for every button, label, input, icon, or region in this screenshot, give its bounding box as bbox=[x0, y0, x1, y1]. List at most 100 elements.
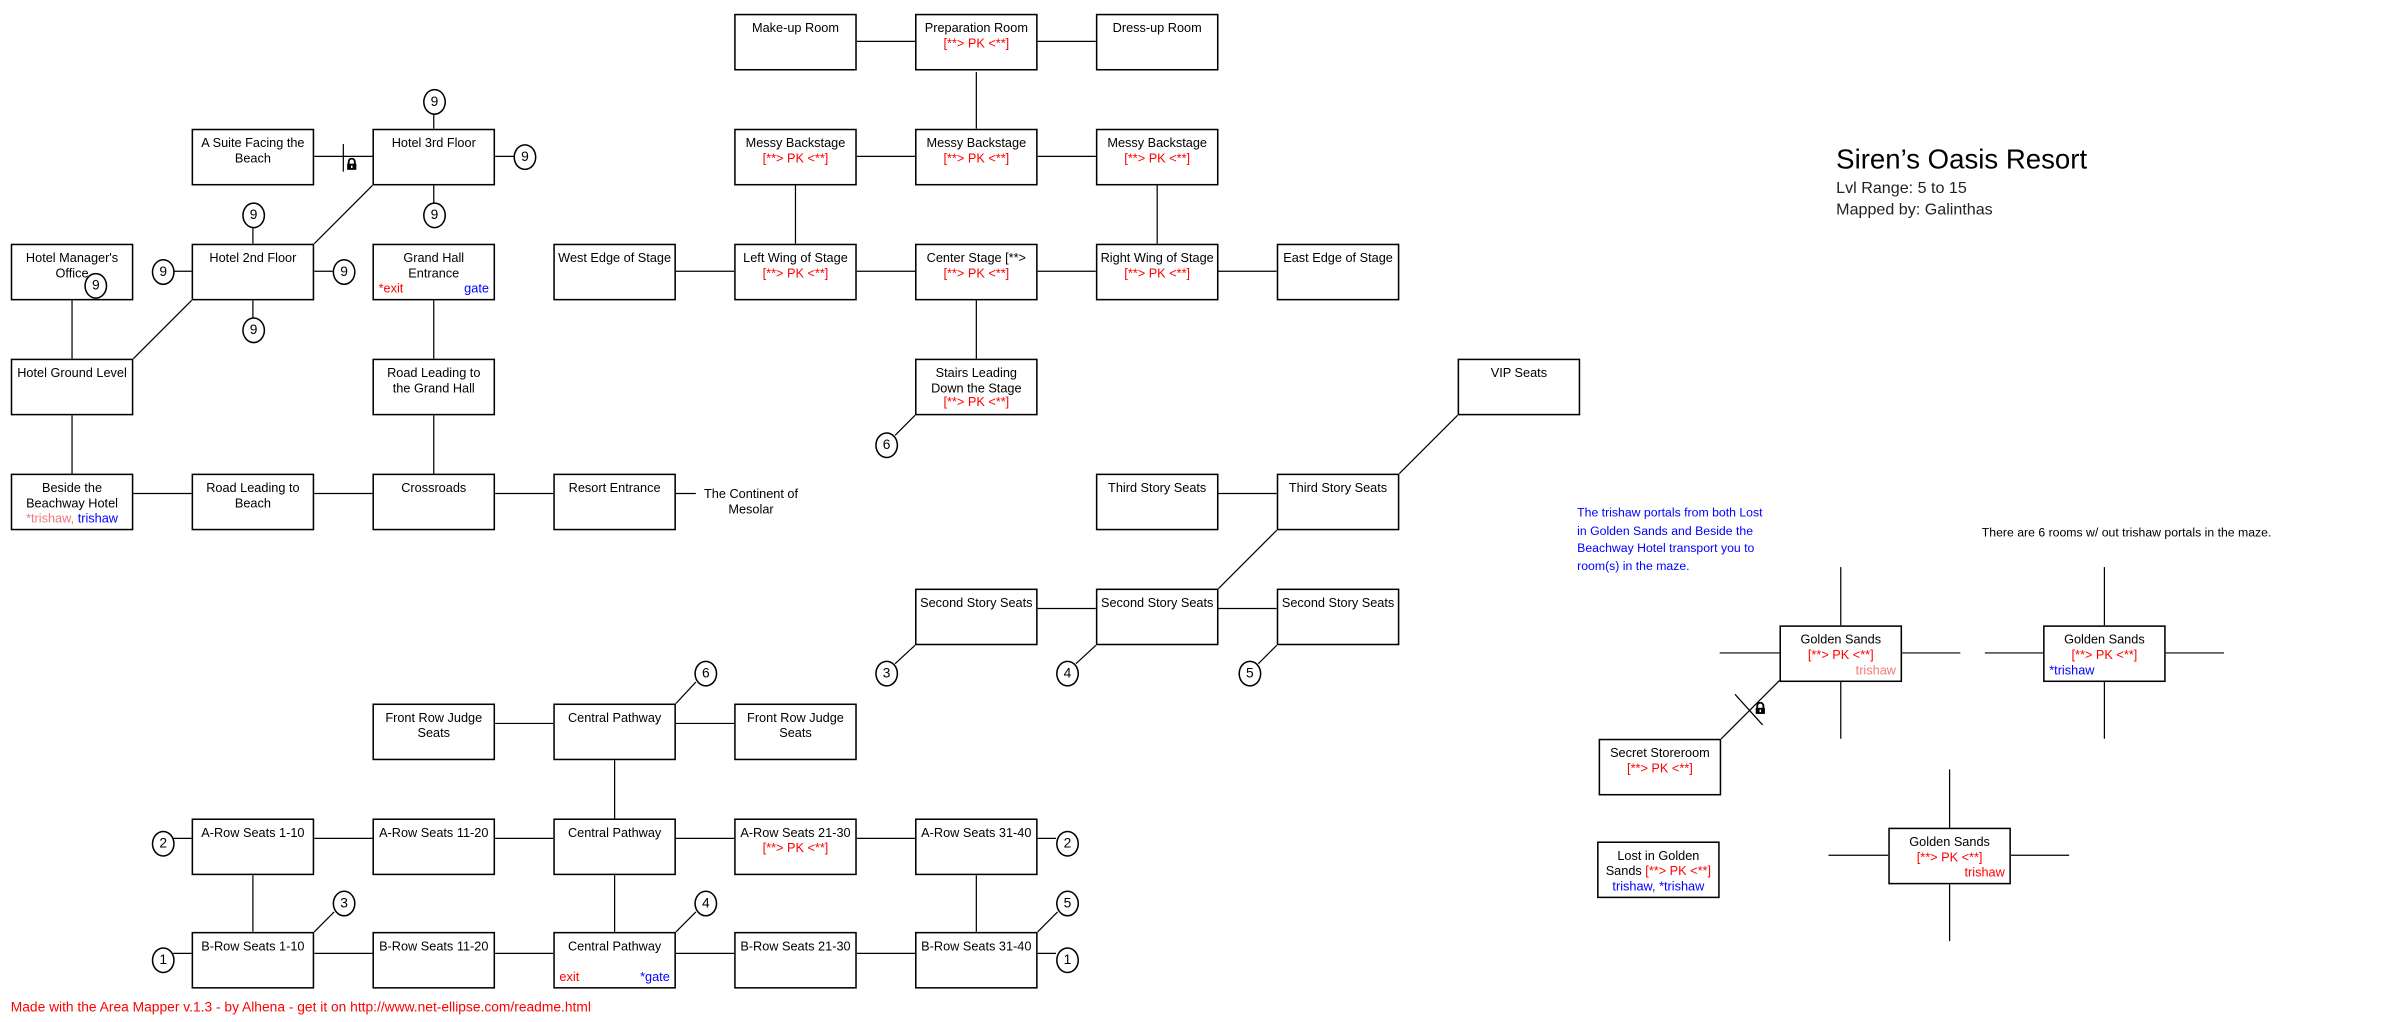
maze-info-note: There are 6 rooms w/ out trishaw portals… bbox=[1981, 525, 2272, 540]
room-second-story-seats[interactable]: Second Story Seats bbox=[1095, 588, 1219, 646]
room-second-story-seats[interactable]: Second Story Seats bbox=[915, 588, 1038, 646]
room-crossroads[interactable]: Crossroads bbox=[372, 473, 496, 531]
room-hotel-2nd-floor[interactable]: Hotel 2nd Floor bbox=[191, 243, 315, 301]
pk-flag: [**> PK <**] bbox=[2071, 646, 2138, 662]
room-messy-backstage[interactable]: Messy Backstage[**> PK <**] bbox=[734, 128, 857, 186]
exit-marker-1[interactable]: 1 bbox=[151, 947, 175, 974]
room-lost-in-golden-sands[interactable]: Lost in Golden Sands [**> PK <**]trishaw… bbox=[1597, 841, 1720, 899]
room-central-pathway[interactable]: Central Pathway bbox=[553, 818, 676, 876]
room-b-row-seats-31-40[interactable]: B-Row Seats 31-40 bbox=[915, 931, 1038, 989]
connection-line bbox=[894, 414, 916, 436]
connection-line bbox=[1720, 680, 1780, 740]
exit-marker-4[interactable]: 4 bbox=[694, 890, 718, 917]
trishaw-portal-label[interactable]: trishaw bbox=[1964, 864, 2005, 880]
room-make-up-room[interactable]: Make-up Room bbox=[734, 13, 857, 71]
room-preparation-room[interactable]: Preparation Room[**> PK <**] bbox=[915, 13, 1038, 71]
room-secret-storeroom[interactable]: Secret Storeroom[**> PK <**] bbox=[1598, 738, 1722, 796]
footer-credit: Made with the Area Mapper v.1.3 - by Alh… bbox=[10, 999, 591, 1015]
exit-marker-5[interactable]: 5 bbox=[1056, 890, 1080, 917]
gate-label[interactable]: gate bbox=[464, 280, 489, 296]
pk-flag: [**> PK <**] bbox=[943, 149, 1010, 165]
exit-marker-6[interactable]: 6 bbox=[875, 432, 899, 459]
room-b-row-seats-11-20[interactable]: B-Row Seats 11-20 bbox=[372, 931, 496, 989]
room-name: Golden Sands bbox=[2064, 631, 2145, 647]
lock-icon bbox=[1755, 701, 1765, 714]
exit-marker-1[interactable]: 1 bbox=[1056, 947, 1080, 974]
exit-marker-6[interactable]: 6 bbox=[694, 660, 718, 687]
room-messy-backstage[interactable]: Messy Backstage[**> PK <**] bbox=[915, 128, 1038, 186]
room-vip-seats[interactable]: VIP Seats bbox=[1457, 358, 1581, 416]
exit-marker-9[interactable]: 9 bbox=[513, 144, 537, 171]
trishaw-portal-label[interactable]: *trishaw bbox=[2049, 662, 2095, 678]
exit-marker-9[interactable]: 9 bbox=[242, 317, 266, 344]
room-name: Road Leading to the Grand Hall bbox=[387, 364, 481, 395]
room-a-row-seats-1-10[interactable]: A-Row Seats 1-10 bbox=[191, 818, 315, 876]
room-stairs-leading-down-the-stage[interactable]: Stairs Leading Down the Stage[**> PK <**… bbox=[915, 358, 1038, 416]
room-name: Beside the Beachway Hotel bbox=[26, 479, 118, 510]
exit-marker-2[interactable]: 2 bbox=[1056, 830, 1080, 857]
connection-line bbox=[1257, 644, 1278, 665]
trishaw-portal-label[interactable]: trishaw bbox=[77, 510, 118, 526]
room-beside-the-beachway-hotel[interactable]: Beside the Beachway Hotel*trishaw, trish… bbox=[10, 473, 134, 531]
room-name: Dress-up Room bbox=[1112, 19, 1202, 36]
pk-flag: [**> PK <**] bbox=[1641, 862, 1712, 878]
room-name: West Edge of Stage bbox=[558, 249, 672, 266]
exit-label[interactable]: exit bbox=[559, 968, 580, 984]
gate-label[interactable]: *gate bbox=[640, 968, 670, 984]
trishaw-portal-label[interactable]: trishaw bbox=[1855, 662, 1896, 678]
room-a-suite-facing-the-beach[interactable]: A Suite Facing the Beach bbox=[191, 128, 315, 186]
room-right-wing-of-stage[interactable]: Right Wing of Stage [**> PK <**] bbox=[1095, 243, 1219, 301]
room-west-edge-of-stage[interactable]: West Edge of Stage bbox=[553, 243, 676, 301]
room-name: Center Stage [**> bbox=[926, 249, 1026, 266]
room-east-edge-of-stage[interactable]: East Edge of Stage bbox=[1276, 243, 1400, 301]
room-front-row-judge-seats[interactable]: Front Row Judge Seats bbox=[734, 703, 857, 761]
room-resort-entrance[interactable]: Resort Entrance bbox=[553, 473, 676, 531]
exit-label[interactable]: *exit bbox=[378, 280, 404, 296]
room-hotel-ground-level[interactable]: Hotel Ground Level bbox=[10, 358, 134, 416]
room-front-row-judge-seats[interactable]: Front Row Judge Seats bbox=[372, 703, 496, 761]
exit-marker-9[interactable]: 9 bbox=[151, 259, 175, 286]
room-left-wing-of-stage[interactable]: Left Wing of Stage[**> PK <**] bbox=[734, 243, 857, 301]
room-a-row-seats-21-30[interactable]: A-Row Seats 21-30[**> PK <**] bbox=[734, 818, 857, 876]
room-golden-sands[interactable]: Golden Sands[**> PK <**]trishaw bbox=[1779, 625, 1903, 683]
exit-marker-4[interactable]: 4 bbox=[1056, 660, 1080, 687]
exit-marker-9[interactable]: 9 bbox=[423, 202, 447, 229]
room-golden-sands[interactable]: Golden Sands[**> PK <**]trishaw bbox=[1888, 827, 2011, 885]
room-a-row-seats-11-20[interactable]: A-Row Seats 11-20 bbox=[372, 818, 496, 876]
exit-marker-2[interactable]: 2 bbox=[151, 830, 175, 857]
room-golden-sands[interactable]: Golden Sands[**> PK <**]*trishaw bbox=[2043, 625, 2166, 683]
room-notes: *trishaw, trishaw bbox=[17, 510, 127, 526]
room-hotel-3rd-floor[interactable]: Hotel 3rd Floor bbox=[372, 128, 496, 186]
room-b-row-seats-21-30[interactable]: B-Row Seats 21-30 bbox=[734, 931, 857, 989]
exit-marker-5[interactable]: 5 bbox=[1238, 660, 1262, 687]
room-road-leading-to-the-grand-hall[interactable]: Road Leading to the Grand Hall bbox=[372, 358, 496, 416]
exit-marker-3[interactable]: 3 bbox=[332, 890, 356, 917]
pk-flag: [**> PK <**] bbox=[943, 34, 1010, 50]
exit-marker-3[interactable]: 3 bbox=[875, 660, 899, 687]
room-name: Secret Storeroom bbox=[1610, 744, 1710, 761]
room-messy-backstage[interactable]: Messy Backstage[**> PK <**] bbox=[1095, 128, 1219, 186]
room-name: VIP Seats bbox=[1490, 364, 1548, 381]
room-notes: trishaw, *trishaw bbox=[1603, 878, 1713, 894]
room-road-leading-to-beach[interactable]: Road Leading to Beach bbox=[191, 473, 315, 531]
room-center-stage[interactable]: Center Stage [**>[**> PK <**] bbox=[915, 243, 1038, 301]
room-dress-up-room[interactable]: Dress-up Room bbox=[1095, 13, 1219, 71]
trishaw-portal-label[interactable]: *trishaw, bbox=[26, 510, 78, 526]
connection-line bbox=[1734, 693, 1764, 726]
exit-marker-9[interactable]: 9 bbox=[423, 88, 447, 115]
room-third-story-seats[interactable]: Third Story Seats bbox=[1095, 473, 1219, 531]
room-name: Second Story Seats bbox=[920, 594, 1033, 611]
room-central-pathway[interactable]: Central Pathway bbox=[553, 703, 676, 761]
exit-marker-9[interactable]: 9 bbox=[242, 202, 266, 229]
room-notes: *trishaw bbox=[2049, 662, 2159, 678]
room-b-row-seats-1-10[interactable]: B-Row Seats 1-10 bbox=[191, 931, 315, 989]
room-third-story-seats[interactable]: Third Story Seats bbox=[1276, 473, 1400, 531]
room-second-story-seats[interactable]: Second Story Seats bbox=[1276, 588, 1400, 646]
exit-marker-9[interactable]: 9 bbox=[332, 259, 356, 286]
exit-marker-9[interactable]: 9 bbox=[84, 272, 108, 299]
room-a-row-seats-31-40[interactable]: A-Row Seats 31-40 bbox=[915, 818, 1038, 876]
trishaw-portal-label[interactable]: trishaw, *trishaw bbox=[1612, 878, 1705, 894]
room-hotel-manager-s-office[interactable]: Hotel Manager's Office bbox=[10, 243, 134, 301]
